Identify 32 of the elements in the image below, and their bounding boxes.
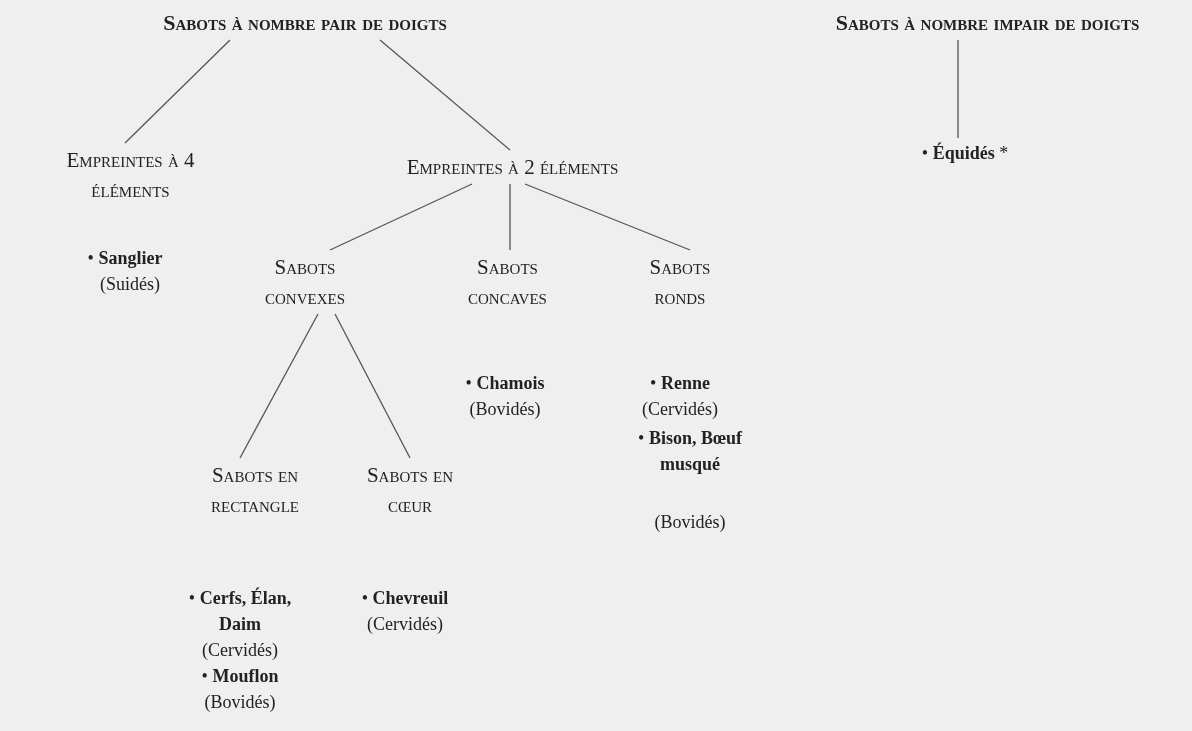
category-heading: Sabots à nombre pair de doigts: [115, 8, 495, 38]
species-label: • Bison, Bœuf musqué: [637, 427, 744, 476]
species-label: • Mouflon: [200, 665, 280, 688]
connector-line: [334, 313, 411, 459]
species-label: • Renne: [649, 372, 711, 395]
category-heading: Empreintes à 2 éléments: [340, 152, 685, 182]
connector-line: [239, 313, 319, 459]
species-label: • Chamois: [464, 372, 546, 395]
species-label: • Chevreuil: [360, 587, 450, 610]
species-label: (Bovidés): [468, 398, 542, 421]
species-label: (Bovidés): [203, 691, 277, 714]
category-heading: Sabots convexes: [250, 252, 360, 312]
species-label: • Sanglier: [86, 247, 164, 270]
category-heading: Empreintes à 4 éléments: [38, 145, 223, 205]
category-heading: Sabots à nombre impair de doigts: [785, 8, 1190, 38]
connector-line: [524, 183, 691, 251]
category-heading: Sabots concaves: [450, 252, 565, 312]
species-label: (Cervidés): [641, 398, 719, 421]
connector-line: [509, 183, 511, 251]
species-label: (Cervidés): [201, 639, 279, 662]
connector-line: [957, 39, 959, 139]
species-label: (Cervidés): [366, 613, 444, 636]
category-heading: Sabots en cœur: [355, 460, 465, 520]
species-label: (Suidés): [99, 273, 161, 296]
connector-line: [379, 39, 511, 151]
species-label: • Équidés*: [890, 140, 1040, 166]
connector-line: [329, 183, 473, 251]
species-label: (Bovidés): [653, 511, 727, 534]
category-heading: Sabots en rectangle: [180, 460, 330, 520]
species-label: • Cerfs, Élan, Daim: [187, 586, 293, 636]
category-heading: Sabots ronds: [625, 252, 735, 312]
connector-line: [124, 39, 231, 144]
